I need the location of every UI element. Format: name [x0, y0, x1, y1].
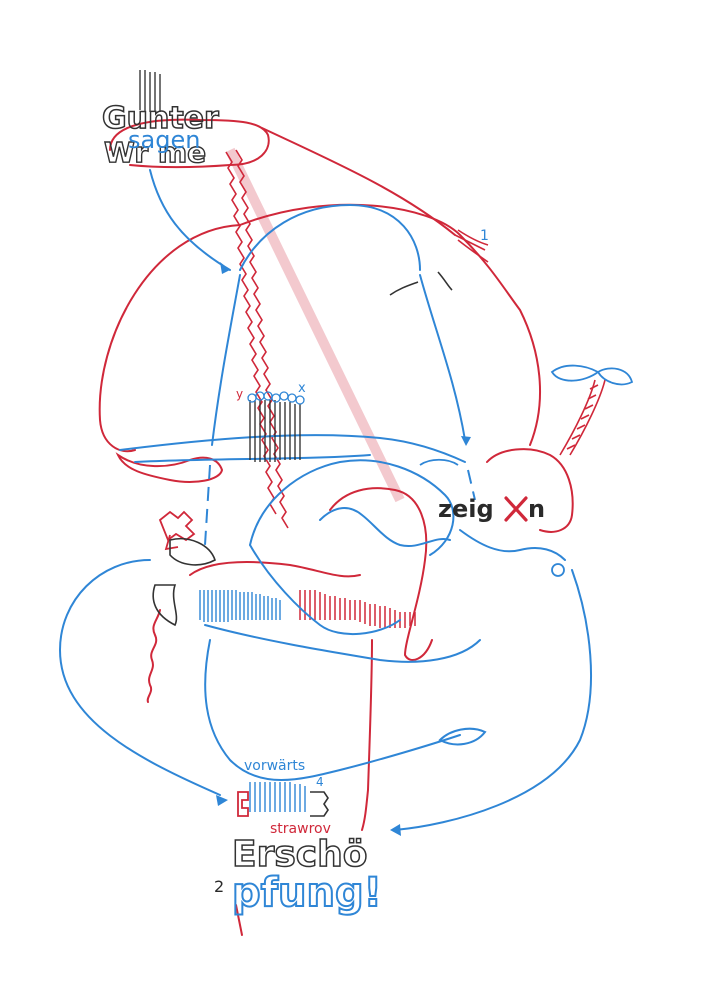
word-erscho: Erschö	[232, 834, 367, 875]
blue-hatch	[199, 590, 281, 622]
label-4: 4	[316, 775, 324, 789]
blue-inner-left	[211, 274, 241, 446]
red-upper-arc	[261, 127, 456, 236]
blue-central-inner	[319, 507, 451, 548]
red-crane	[158, 510, 196, 551]
word-n: n	[528, 495, 545, 523]
blue-knobs	[419, 458, 565, 577]
red-bottom-clamp	[237, 791, 249, 817]
word-vorwarts: vorwärts	[244, 758, 305, 774]
label-x: x	[298, 381, 306, 396]
black-shapes	[152, 271, 453, 627]
blue-bow	[550, 364, 634, 386]
blue-right-loop	[394, 569, 592, 831]
red-hatch	[299, 590, 416, 628]
word-pfung: pfung!	[232, 870, 382, 916]
word-wrme: Wr me	[104, 136, 206, 169]
blue-inner-right	[419, 274, 466, 441]
red-hose	[189, 561, 361, 578]
blue-band-top	[119, 434, 466, 463]
red-left-lobe	[115, 452, 224, 483]
red-rope-right	[559, 379, 606, 456]
blue-central-body-2	[249, 544, 401, 636]
blue-central-body	[249, 459, 455, 556]
black-hatch	[139, 70, 301, 462]
label-y: y	[236, 387, 243, 401]
word-strawrov: strawrov	[270, 821, 331, 837]
blue-drop-line	[149, 169, 231, 271]
red-capsule	[109, 118, 270, 169]
red-bottom-tail	[235, 904, 243, 936]
blue-bulge	[204, 624, 481, 663]
red-arch	[98, 224, 241, 453]
red-x-mark	[504, 496, 528, 522]
red-center-loop	[329, 487, 433, 661]
red-rope	[225, 147, 405, 529]
blue-arrowheads	[216, 262, 471, 836]
red-tassel	[454, 229, 489, 263]
black-bottom-cap	[310, 791, 329, 817]
blue-bottom-hatch	[249, 782, 306, 812]
blue-band-bottom	[134, 454, 371, 463]
blue-right-edge	[459, 529, 566, 561]
word-gunter: Gunter	[102, 101, 219, 136]
blue-lower-loop	[204, 639, 461, 781]
word-zeig: zeig	[438, 495, 494, 523]
blue-dashes	[204, 464, 476, 546]
red-squiggle	[146, 609, 161, 703]
blue-inner-arch	[239, 203, 421, 271]
blue-left-loop	[58, 559, 221, 796]
red-right-lobe	[486, 448, 574, 533]
blue-bubbles	[247, 391, 305, 405]
blue-leaf	[438, 727, 487, 746]
word-sagen: sagen	[128, 126, 200, 154]
label-1: 1	[480, 228, 489, 244]
red-down-line	[361, 639, 373, 831]
label-2: 2	[214, 877, 224, 896]
